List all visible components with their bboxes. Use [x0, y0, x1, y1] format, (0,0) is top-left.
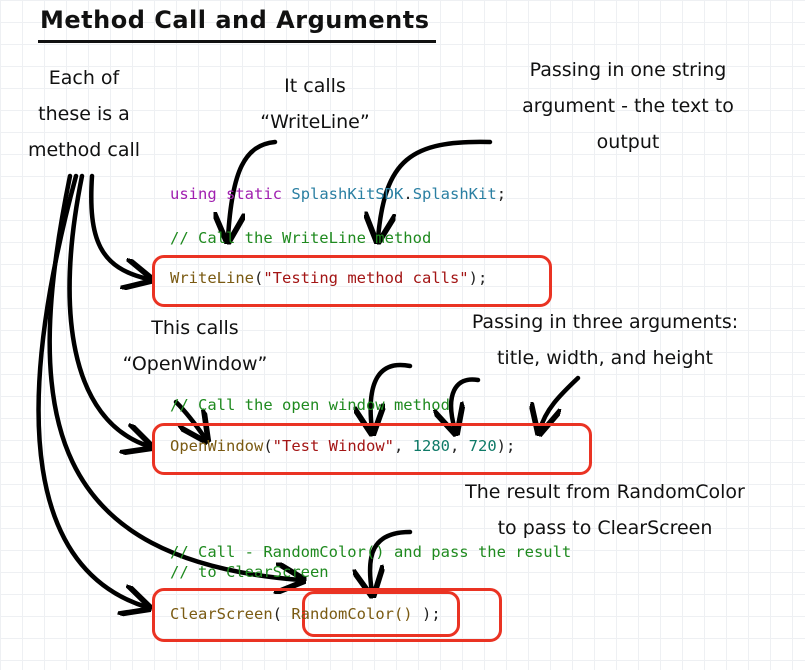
arrow-to-randomcolor — [47, 173, 300, 580]
code-comment-writeline: // Call the WriteLine method — [170, 229, 432, 247]
code-openwindow-call: OpenWindow("Test Window", 1280, 720); — [170, 437, 516, 455]
highlight-box-randomcolor — [302, 591, 460, 637]
arrow-arg-title — [371, 362, 413, 430]
highlight-box-writeline — [152, 255, 552, 307]
code-clearscreen-call: ClearScreen( RandomColor() ); — [170, 605, 441, 623]
code-writeline-call: WriteLine("Testing method calls"); — [170, 269, 488, 287]
code-comment-clearscreen-1: // Call - RandomColor() and pass the res… — [170, 543, 572, 561]
note-calls-openwindow: This calls “OpenWindow” — [122, 317, 268, 375]
note-calls-writeline: It calls “WriteLine” — [260, 75, 370, 133]
arrow-randomcolor-result — [370, 529, 413, 592]
note-randomcolor-result: The result from RandomColor to pass to C… — [465, 481, 745, 539]
arrow-writeline-name — [228, 139, 278, 238]
arrow-to-writeline — [89, 173, 148, 279]
arrow-string-arg — [378, 139, 493, 238]
note-each-method-call: Each of these is a method call — [27, 67, 141, 161]
note-one-string-arg: Passing in one string argument - the tex… — [522, 59, 734, 153]
highlight-box-openwindow — [152, 423, 592, 475]
code-comment-openwindow: // Call the open window method — [170, 396, 450, 414]
title-underline — [38, 40, 436, 43]
arrow-arg-width — [451, 377, 481, 430]
code-comment-clearscreen-2: // to ClearScreen — [170, 563, 329, 581]
highlight-box-clearscreen — [152, 588, 502, 642]
diagram-title: Method Call and Arguments — [40, 6, 430, 34]
code-using-line: using static SplashKitSDK.SplashKit; — [170, 185, 507, 203]
arrow-openwindow-name — [173, 399, 205, 438]
arrow-to-openwindow — [67, 173, 148, 446]
note-three-args: Passing in three arguments: title, width… — [471, 311, 739, 369]
